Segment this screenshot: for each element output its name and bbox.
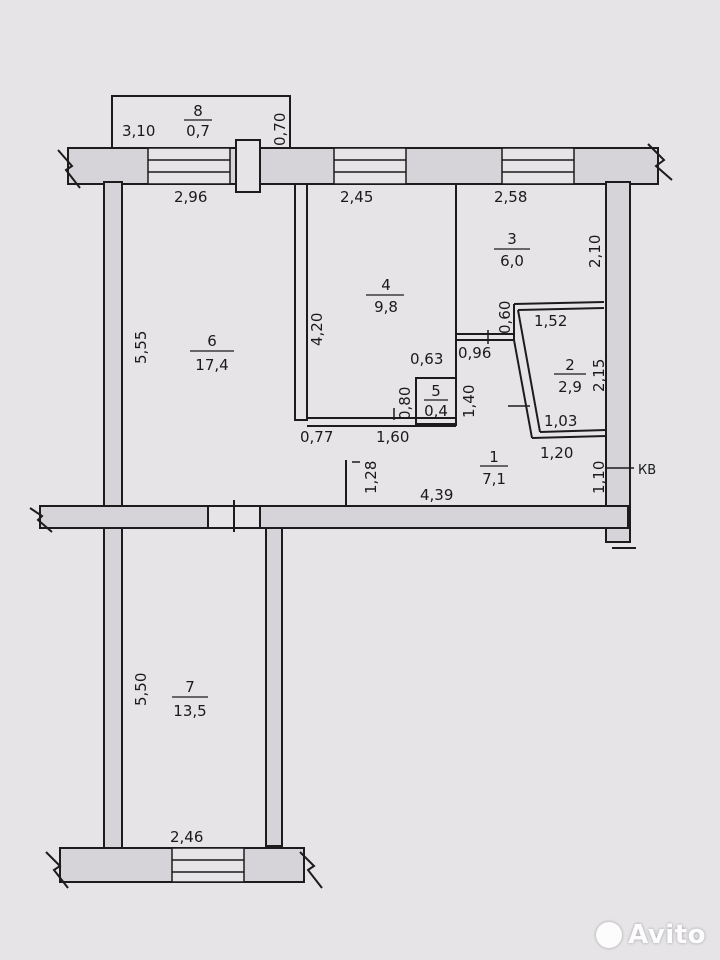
window-room7 xyxy=(171,847,245,883)
room-7-number: 7 xyxy=(185,678,195,696)
dim-passage-height: 1,40 xyxy=(460,385,478,418)
break-marks xyxy=(29,143,673,889)
room-6-area: 17,4 xyxy=(195,356,228,374)
window-room6 xyxy=(147,147,231,185)
room-1-label: 1 7,1 xyxy=(480,448,508,488)
dim-hall-mid: 1,60 xyxy=(376,428,409,446)
dim-room4-height: 4,20 xyxy=(308,313,326,346)
dim-balcony-depth: 0,70 xyxy=(271,113,289,146)
entrance-label: КВ xyxy=(638,463,656,478)
dim-bath-side: 0,96 xyxy=(458,344,491,362)
wall-middle xyxy=(39,505,629,529)
room-7-label: 7 13,5 xyxy=(172,678,208,720)
dim-room4-bottom-offset: 0,60 xyxy=(496,301,514,334)
room-8-label: 8 0,7 xyxy=(184,102,212,140)
room-7-area: 13,5 xyxy=(173,702,206,720)
watermark: Avito xyxy=(596,920,706,950)
windows xyxy=(147,147,575,883)
dim-room7-width: 2,46 xyxy=(170,828,203,846)
dim-room4-width: 2,45 xyxy=(340,188,373,206)
walls xyxy=(39,147,659,883)
room-2-label: 2 2,9 xyxy=(554,356,586,396)
room-3-area: 6,0 xyxy=(500,252,524,270)
room-1-area: 7,1 xyxy=(482,470,506,488)
wall-room7-right xyxy=(265,527,283,847)
room-2-area: 2,9 xyxy=(558,378,582,396)
room-5-area: 0,4 xyxy=(424,402,448,420)
dim-room6-width: 2,96 xyxy=(174,188,207,206)
room-3-number: 3 xyxy=(507,230,517,248)
wall-right xyxy=(605,181,631,543)
doors xyxy=(207,139,261,532)
door-balcony xyxy=(235,139,261,193)
dim-hall-right: 1,20 xyxy=(540,444,573,462)
room-6-label: 6 17,4 xyxy=(190,332,234,374)
avito-logo-icon xyxy=(596,922,623,948)
room-4-number: 4 xyxy=(381,276,391,294)
dim-corridor-depth: 1,28 xyxy=(362,461,380,494)
watermark-text: Avito xyxy=(628,920,706,950)
window-room3 xyxy=(501,147,575,185)
room-1-number: 1 xyxy=(489,448,499,466)
room-8-number: 8 xyxy=(193,102,203,120)
dim-balcony-width: 3,10 xyxy=(122,122,155,140)
wall-left-upper xyxy=(103,181,123,511)
dim-room3-height: 2,10 xyxy=(586,235,604,268)
dim-room6-height: 5,55 xyxy=(132,331,150,364)
dimension-labels: 3,10 0,70 2,96 2,45 2,58 2,10 5,55 4,20 … xyxy=(122,113,656,846)
dim-room2-height: 2,15 xyxy=(590,359,608,392)
wall-left-lower xyxy=(103,527,123,851)
dim-bath-height: 0,80 xyxy=(396,387,414,420)
dim-room3-width: 2,58 xyxy=(494,188,527,206)
room-2-number: 2 xyxy=(565,356,575,374)
room-3-label: 3 6,0 xyxy=(494,230,530,270)
room-4-label: 4 9,8 xyxy=(366,276,404,316)
dim-hall-depth: 1,10 xyxy=(590,461,608,494)
room-8-area: 0,7 xyxy=(186,122,210,140)
room-4-area: 9,8 xyxy=(374,298,398,316)
dim-room2-bottom: 1,03 xyxy=(544,412,577,430)
dim-hall-left: 0,77 xyxy=(300,428,333,446)
dim-room7-height: 5,50 xyxy=(132,673,150,706)
room-6-number: 6 xyxy=(207,332,217,350)
dim-room2-top: 1,52 xyxy=(534,312,567,330)
room-5-label: 5 0,4 xyxy=(424,382,448,420)
window-room4 xyxy=(333,147,407,185)
room-5-number: 5 xyxy=(431,382,441,400)
room-labels: 8 0,7 3 6,0 4 9,8 6 17,4 2 2,9 5 0,4 xyxy=(172,102,586,720)
dim-bath-top: 0,63 xyxy=(410,350,443,368)
dimension-ticks xyxy=(352,330,634,469)
dim-corridor-length: 4,39 xyxy=(420,486,453,504)
